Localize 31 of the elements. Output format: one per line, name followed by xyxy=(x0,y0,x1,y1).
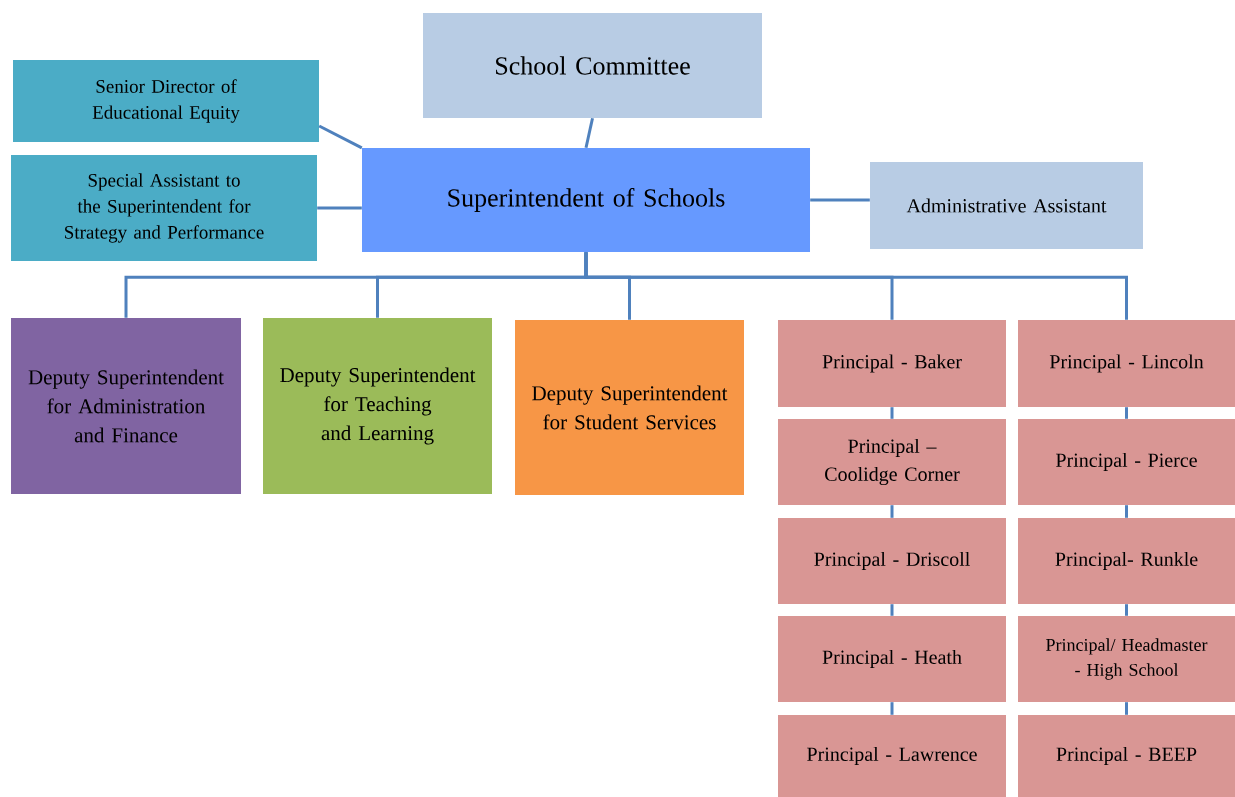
role-box: Administrative Assistant xyxy=(870,162,1143,249)
deputy-box: Deputy Superintendent for Administration and Finance xyxy=(11,318,241,494)
principal-box: Principal - Heath xyxy=(778,616,1006,702)
connector-line xyxy=(1125,407,1128,419)
connector-line xyxy=(890,604,894,616)
principal-box: Principal - Lincoln xyxy=(1018,320,1235,407)
connector-line xyxy=(584,252,1128,320)
connector-line xyxy=(1125,505,1128,518)
principal-box: Principal- Runkle xyxy=(1018,518,1235,604)
principal-box: Principal – Coolidge Corner xyxy=(778,419,1006,505)
connector-line xyxy=(810,198,870,202)
deputy-box: Deputy Superintendent for Student Services xyxy=(515,320,744,495)
connector-line xyxy=(317,206,362,210)
principal-box: Principal - Pierce xyxy=(1018,419,1235,505)
connector-line xyxy=(890,505,894,518)
title-box: School Committee xyxy=(423,13,762,118)
principal-box: Principal - Lawrence xyxy=(778,715,1006,797)
connector-line xyxy=(1125,702,1128,715)
principal-box: Principal - Baker xyxy=(778,320,1006,407)
principal-box: Principal - BEEP xyxy=(1018,715,1235,797)
deputy-box: Deputy Superintendent for Teaching and Learning xyxy=(263,318,492,494)
connector-line xyxy=(318,124,363,150)
principal-box: Principal - Driscoll xyxy=(778,518,1006,604)
connector-line xyxy=(1125,604,1128,616)
principal-box: Principal/ Headmaster - High School xyxy=(1018,616,1235,702)
head-box: Superintendent of Schools xyxy=(362,148,810,252)
role-box: Senior Director of Educational Equity xyxy=(13,60,319,142)
role-box: Special Assistant to the Superintendent for Strategy and Performance xyxy=(11,155,317,261)
connector-line xyxy=(890,702,894,715)
connector-line xyxy=(584,117,594,149)
connector-line xyxy=(890,407,894,419)
